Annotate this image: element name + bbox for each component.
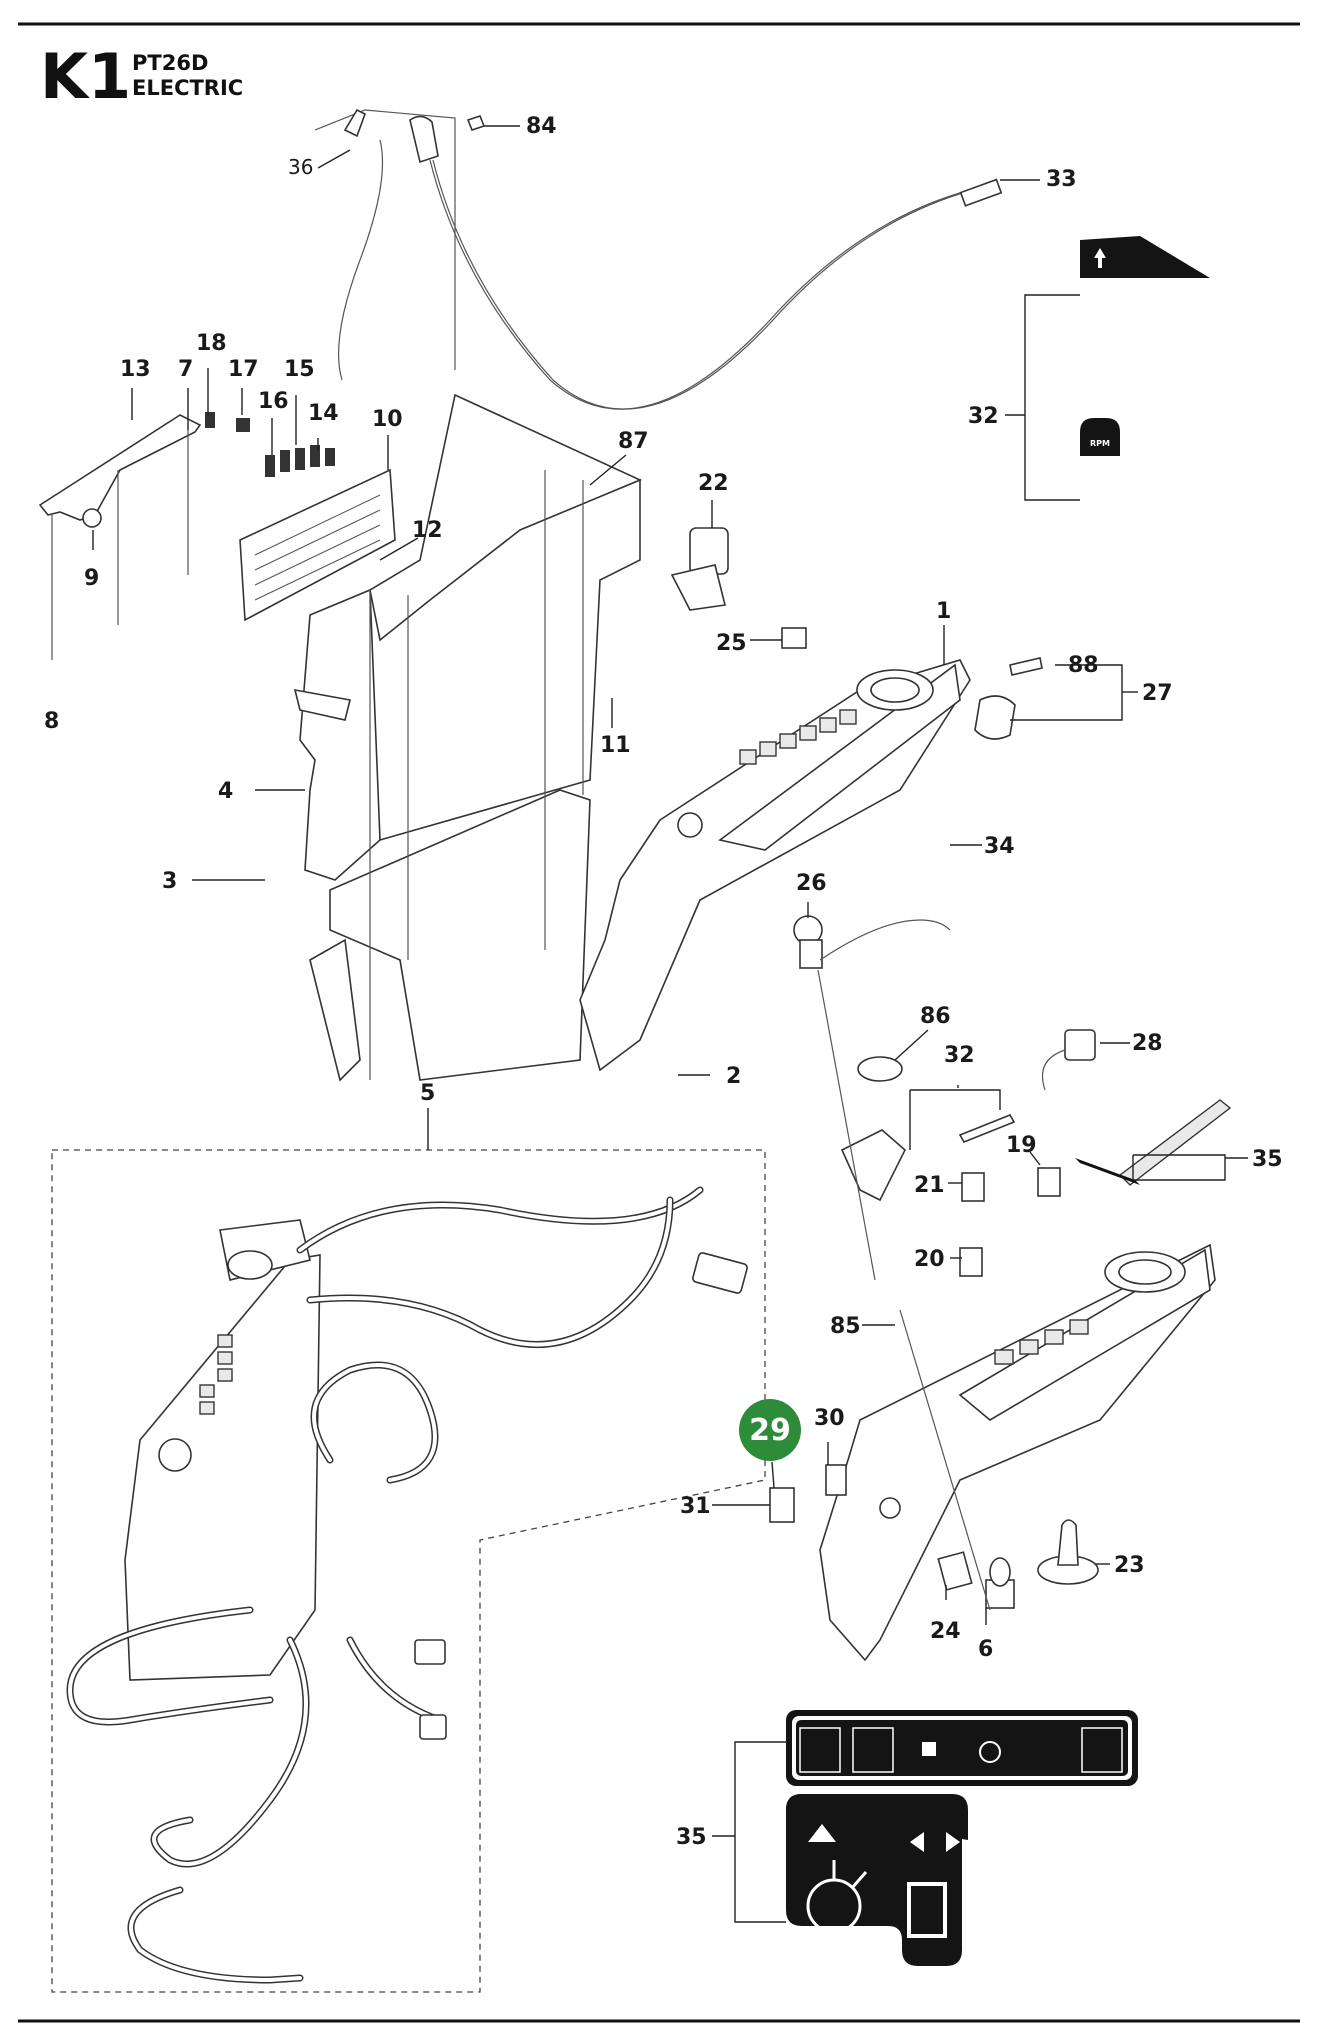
callout-28: 28 — [1132, 1031, 1163, 1056]
callout-3: 3 — [162, 869, 177, 894]
callout-32-bottom: 32 — [944, 1043, 975, 1068]
callout-24: 24 — [930, 1619, 961, 1644]
callout-36: 36 — [288, 155, 313, 179]
console-lower — [819, 1243, 1216, 1662]
model-label: PT26D — [132, 51, 208, 75]
callout-8: 8 — [44, 709, 59, 734]
switch-22 — [670, 527, 729, 611]
callout-84: 84 — [526, 114, 557, 139]
callout-9: 9 — [84, 566, 99, 591]
callout-labels: 84 36 33 18 13 7 17 15 16 14 10 87 22 32… — [44, 114, 1283, 1850]
callout-20: 20 — [914, 1247, 945, 1272]
callout-6: 6 — [978, 1637, 993, 1662]
key-switch-26 — [793, 915, 951, 969]
callout-25: 25 — [716, 631, 747, 656]
callout-34: 34 — [984, 834, 1015, 859]
grommet-86 — [857, 1056, 903, 1082]
rpm-decal-text: RPM — [1090, 439, 1110, 448]
callout-18: 18 — [196, 331, 227, 356]
callout-12: 12 — [412, 518, 443, 543]
harness-box — [51, 1108, 766, 1993]
callout-27: 27 — [1142, 681, 1173, 706]
callout-31: 31 — [680, 1494, 711, 1519]
callout-35-lower: 35 — [676, 1825, 707, 1850]
decal-35-panel-bottom — [786, 1794, 968, 1966]
callout-21: 21 — [914, 1173, 945, 1198]
callout-87: 87 — [618, 429, 649, 454]
socket-28 — [1041, 1029, 1096, 1091]
bracket-32 — [840, 1129, 906, 1202]
callout-30: 30 — [814, 1406, 845, 1431]
callout-5: 5 — [420, 1081, 435, 1106]
callout-15: 15 — [284, 357, 315, 382]
highlight-number: 29 — [749, 1413, 791, 1448]
strip-32 — [958, 1113, 1016, 1144]
decal-35-panel-top — [786, 1710, 1138, 1786]
bezel-30 — [825, 1464, 847, 1496]
callout-1: 1 — [936, 599, 951, 624]
switch-25 — [781, 627, 807, 649]
switch-19 — [1037, 1167, 1061, 1197]
callout-35-upper: 35 — [1252, 1147, 1283, 1172]
bezel-24 — [937, 1551, 973, 1591]
cable-assembly — [314, 108, 1003, 410]
circuit-board — [205, 412, 396, 622]
callout-85: 85 — [830, 1314, 861, 1339]
harness-5 — [66, 1186, 748, 1984]
callout-13: 13 — [120, 357, 151, 382]
bracket-structure — [293, 393, 642, 1082]
decal-group-32: RPM — [1005, 236, 1210, 501]
callout-2: 2 — [726, 1064, 741, 1089]
callout-22: 22 — [698, 471, 729, 496]
group-label: ELECTRIC — [132, 76, 243, 100]
callout-26: 26 — [796, 871, 827, 896]
callout-14: 14 — [308, 401, 339, 426]
switch-21 — [961, 1172, 985, 1202]
highlight-callout-29[interactable]: 29 — [739, 1399, 801, 1489]
callout-11: 11 — [600, 733, 631, 758]
joystick-6 — [985, 1557, 1015, 1609]
callout-17: 17 — [228, 357, 259, 382]
callout-10: 10 — [372, 407, 403, 432]
switch-20 — [959, 1247, 983, 1277]
callout-33: 33 — [1046, 167, 1077, 192]
callout-23: 23 — [1114, 1553, 1145, 1578]
decal-35-strip-shadow — [1075, 1158, 1140, 1185]
decal-35-strip — [1118, 1099, 1232, 1186]
callout-32-top: 32 — [968, 404, 999, 429]
mounting-plate — [38, 414, 202, 660]
switch-29 — [769, 1487, 795, 1523]
callout-19: 19 — [1006, 1133, 1037, 1158]
highlight-circle — [739, 1399, 801, 1461]
callout-86: 86 — [920, 1004, 951, 1029]
callout-4: 4 — [218, 779, 233, 804]
section-code: K1 — [40, 40, 131, 113]
joystick-23 — [1037, 1519, 1099, 1585]
callout-7: 7 — [178, 357, 193, 382]
callout-88: 88 — [1068, 653, 1099, 678]
console-upper — [579, 659, 971, 1072]
callout-16: 16 — [258, 389, 289, 414]
plug-27 — [974, 657, 1043, 740]
leader-lines — [92, 125, 1248, 1923]
